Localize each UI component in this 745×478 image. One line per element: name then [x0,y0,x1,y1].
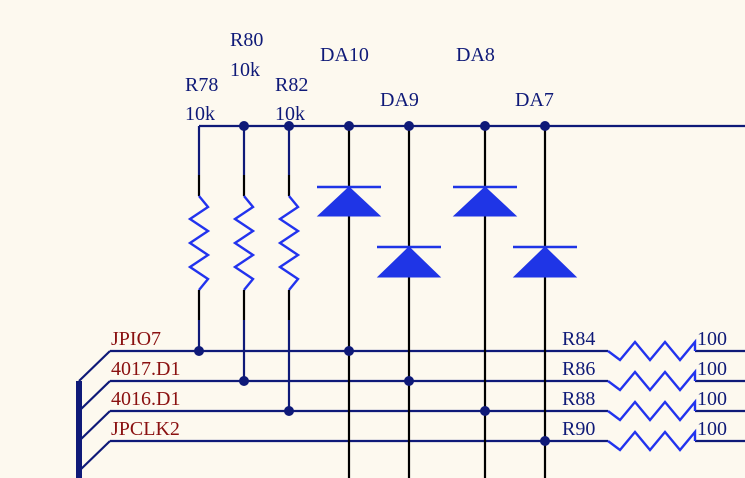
net-labels: JPIO7 4017.D1 4016.D1 JPCLK2 [111,328,180,440]
r78-ref: R78 [185,74,218,96]
net-label-4016-d1: 4016.D1 [111,388,180,410]
junction-dot [239,376,249,386]
resistor-r90 [607,428,697,452]
resistor-r86 [607,368,697,392]
r80-value: 10k [230,59,260,81]
junction-dot [480,121,490,131]
junction-dot [284,121,294,131]
resistor-r88 [607,398,697,422]
bus-entry-1 [78,350,111,382]
diode-da9 [376,126,442,478]
da8-label: DA8 [456,44,495,66]
junction-dot [344,121,354,131]
diode-da7 [512,126,578,478]
junction-dots [194,121,550,446]
signal-lines [110,349,745,443]
r84-ref: R84 [562,328,595,350]
bus-entry-2 [78,380,111,412]
pullup-resistors [187,126,301,411]
r82-value: 10k [275,103,305,125]
bus-entry-4 [78,440,111,472]
junction-dot [194,346,204,356]
diode-da10 [316,126,382,478]
junction-dot [540,121,550,131]
junction-dot [540,436,550,446]
junction-dot [239,121,249,131]
net-label-jpio7: JPIO7 [111,328,161,350]
net-label-jpclk2: JPCLK2 [111,418,180,440]
resistor-r78 [187,126,211,351]
junction-dot [480,406,490,416]
junction-dot [344,346,354,356]
da10-label: DA10 [320,44,369,66]
r80-ref: R80 [230,29,263,51]
da9-label: DA9 [380,89,419,111]
r88-ref: R88 [562,388,595,410]
resistor-r80 [232,126,256,381]
r82-ref: R82 [275,74,308,96]
da7-label: DA7 [515,89,554,111]
r88-value: 100 [697,388,727,410]
r86-value: 100 [697,358,727,380]
series-resistors [607,338,697,452]
diode-da8 [452,126,518,478]
net-label-4017-d1: 4017.D1 [111,358,180,380]
diodes [316,126,578,478]
r90-value: 100 [697,418,727,440]
resistor-r82 [277,126,301,411]
resistor-r84 [607,338,697,362]
junction-dot [404,376,414,386]
junction-dot [404,121,414,131]
bus-entry-3 [78,410,111,442]
bus [76,350,111,478]
junction-dot [284,406,294,416]
r86-ref: R86 [562,358,595,380]
component-labels: R78 10k R80 10k R82 10k DA10 DA9 DA8 DA7… [185,29,727,440]
r90-ref: R90 [562,418,595,440]
r84-value: 100 [697,328,727,350]
r78-value: 10k [185,103,215,125]
